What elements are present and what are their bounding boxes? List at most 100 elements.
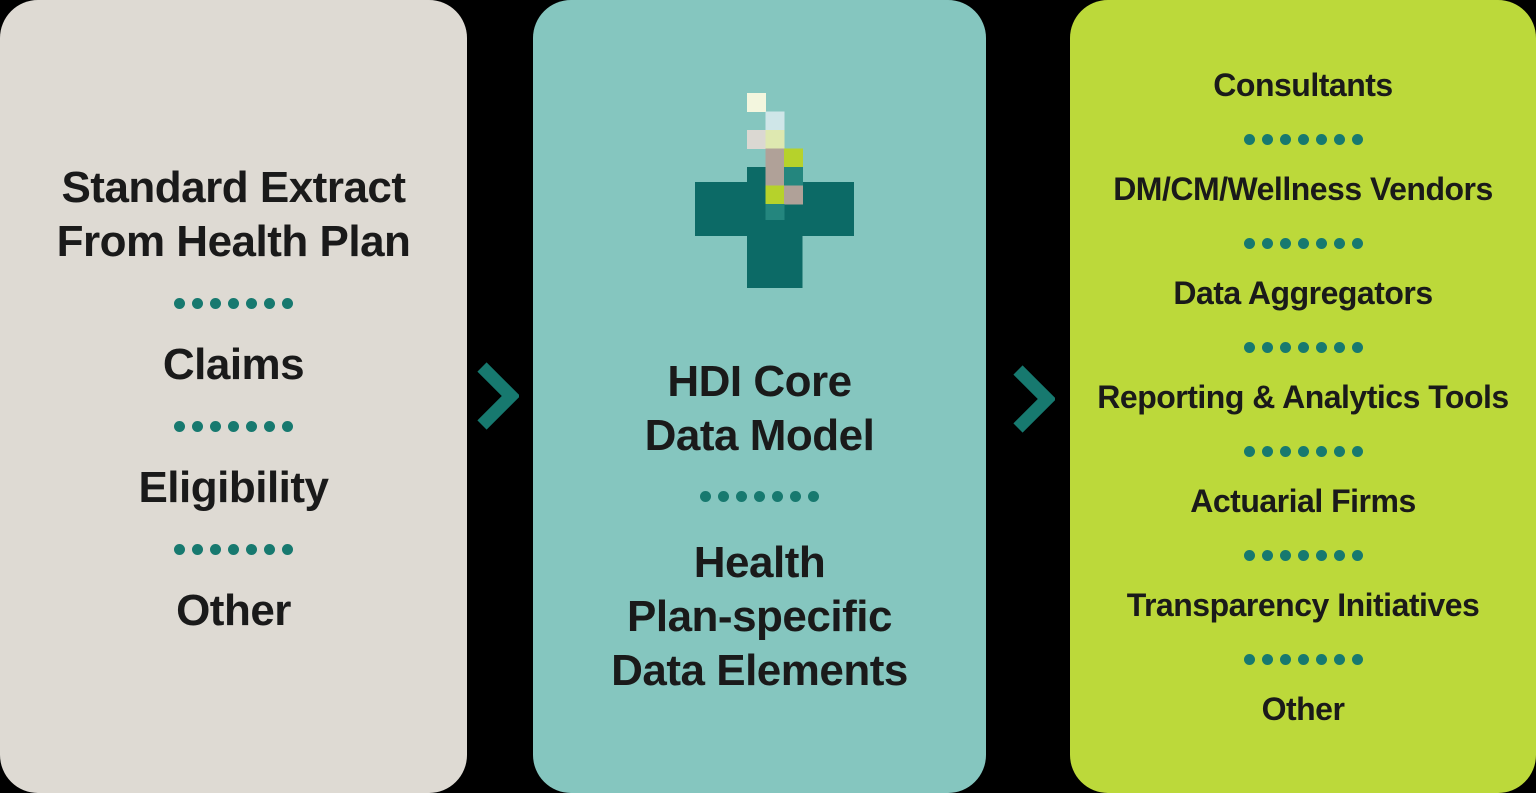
dotted-separator bbox=[1243, 134, 1363, 145]
panel-hdi-core-data-model: HDI Core Data Model Health Plan-specific… bbox=[533, 0, 986, 793]
dot bbox=[210, 544, 221, 555]
output-item-transparency-initiatives: Transparency Initiatives bbox=[1126, 587, 1480, 623]
dot bbox=[700, 491, 711, 502]
dot bbox=[210, 298, 221, 309]
dotted-separator bbox=[174, 421, 293, 432]
dot bbox=[1261, 134, 1273, 145]
dot bbox=[1279, 446, 1291, 457]
dot bbox=[174, 298, 185, 309]
core-title: HDI Core Data Model bbox=[645, 355, 875, 463]
dot bbox=[282, 298, 293, 309]
dot bbox=[264, 421, 275, 432]
dot bbox=[174, 421, 185, 432]
dot bbox=[1261, 654, 1273, 665]
dot bbox=[772, 491, 783, 502]
source-item-other: Other bbox=[176, 586, 291, 635]
dot bbox=[174, 544, 185, 555]
dot bbox=[210, 421, 221, 432]
dot bbox=[1297, 550, 1309, 561]
dot bbox=[1243, 550, 1255, 561]
core-title-line-2: Data Model bbox=[644, 411, 875, 460]
hdi-pixel-cross-icon bbox=[695, 93, 854, 288]
dot bbox=[1333, 654, 1345, 665]
output-item-dm-cm-wellness-vendors: DM/CM/Wellness Vendors bbox=[1113, 171, 1493, 207]
dotted-separator bbox=[1243, 446, 1363, 457]
dot bbox=[1297, 342, 1309, 353]
dot bbox=[192, 298, 203, 309]
dot bbox=[1351, 134, 1363, 145]
core-title-line-1: HDI Core bbox=[667, 357, 852, 406]
dot bbox=[192, 421, 203, 432]
output-item-actuarial-firms: Actuarial Firms bbox=[1190, 483, 1416, 519]
dot bbox=[228, 421, 239, 432]
dotted-separator bbox=[1243, 654, 1363, 665]
dot bbox=[264, 544, 275, 555]
dot bbox=[1279, 342, 1291, 353]
dot bbox=[736, 491, 747, 502]
panel-standard-extract: Standard Extract From Health Plan Claims… bbox=[0, 0, 467, 793]
dot bbox=[790, 491, 801, 502]
dot bbox=[1279, 654, 1291, 665]
core-subtitle: Health Plan-specific Data Elements bbox=[611, 536, 908, 698]
dot bbox=[1351, 342, 1363, 353]
dot bbox=[246, 298, 257, 309]
output-item-data-aggregators: Data Aggregators bbox=[1173, 275, 1433, 311]
dot bbox=[1315, 654, 1327, 665]
dot bbox=[1333, 238, 1345, 249]
dot bbox=[1261, 550, 1273, 561]
dot bbox=[1261, 446, 1273, 457]
core-subtitle-line-1: Health bbox=[693, 538, 826, 587]
dot bbox=[1315, 550, 1327, 561]
output-item-other: Other bbox=[1261, 691, 1345, 727]
dot bbox=[1297, 446, 1309, 457]
dot bbox=[1333, 342, 1345, 353]
dot bbox=[228, 544, 239, 555]
dot bbox=[1315, 446, 1327, 457]
dot bbox=[1315, 342, 1327, 353]
dotted-separator bbox=[1243, 342, 1363, 353]
dotted-separator bbox=[174, 298, 293, 309]
dot bbox=[1315, 238, 1327, 249]
dot bbox=[1297, 238, 1309, 249]
dot bbox=[1279, 238, 1291, 249]
core-subtitle-line-2: Plan-specific bbox=[627, 592, 892, 641]
dot bbox=[808, 491, 819, 502]
output-item-reporting-analytics-tools: Reporting & Analytics Tools bbox=[1097, 379, 1509, 415]
dot bbox=[754, 491, 765, 502]
dot bbox=[282, 544, 293, 555]
dot bbox=[1333, 446, 1345, 457]
dot bbox=[1351, 654, 1363, 665]
dot bbox=[1279, 134, 1291, 145]
hdi-pixel-cross-graphic bbox=[695, 93, 854, 288]
dotted-separator bbox=[700, 491, 819, 502]
dot bbox=[1243, 134, 1255, 145]
dot bbox=[1243, 654, 1255, 665]
source-item-eligibility: Eligibility bbox=[138, 463, 329, 512]
dotted-separator bbox=[1243, 550, 1363, 561]
dot bbox=[246, 544, 257, 555]
dot bbox=[228, 298, 239, 309]
dot bbox=[1351, 238, 1363, 249]
output-item-consultants: Consultants bbox=[1213, 67, 1393, 103]
dot bbox=[1243, 238, 1255, 249]
dot bbox=[1351, 446, 1363, 457]
dot bbox=[1261, 342, 1273, 353]
dot bbox=[282, 421, 293, 432]
source-title-line-1: Standard Extract bbox=[61, 163, 406, 212]
source-item-claims: Claims bbox=[162, 340, 305, 389]
dot bbox=[1279, 550, 1291, 561]
dot bbox=[1315, 134, 1327, 145]
dot bbox=[1333, 134, 1345, 145]
dot bbox=[718, 491, 729, 502]
dotted-separator bbox=[1243, 238, 1363, 249]
core-subtitle-line-3: Data Elements bbox=[611, 646, 908, 695]
dot bbox=[1243, 342, 1255, 353]
chevron-right-icon bbox=[1013, 365, 1055, 433]
panel-data-consumers: Consultants DM/CM/Wellness Vendors Data … bbox=[1070, 0, 1536, 793]
dot bbox=[1333, 550, 1345, 561]
dot bbox=[246, 421, 257, 432]
chevron-right-icon bbox=[477, 362, 519, 430]
dot bbox=[1261, 238, 1273, 249]
dot bbox=[192, 544, 203, 555]
